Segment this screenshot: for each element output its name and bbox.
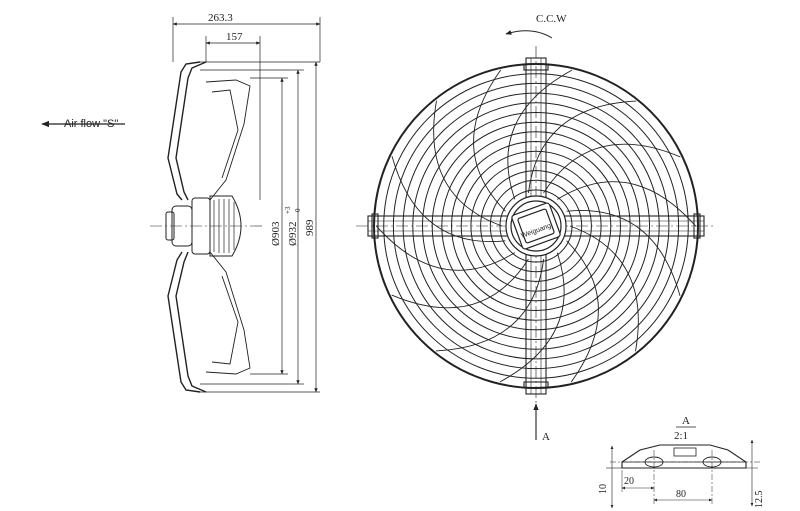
- guard-ring: [383, 73, 689, 379]
- guard-frame: [167, 61, 320, 393]
- blade-line: [556, 181, 697, 227]
- motor-side: [165, 195, 242, 257]
- blade-line: [507, 69, 573, 200]
- detail-scale: 2:1: [674, 430, 688, 442]
- dimension-verticals: [250, 61, 318, 393]
- guard-ring: [422, 112, 650, 340]
- guard-ring: [412, 102, 660, 350]
- detail-title: A: [682, 415, 690, 427]
- detail-dim-spacing: 80: [676, 489, 686, 500]
- guard-ring: [451, 141, 621, 311]
- dim-blade-dia-text: Ø903: [270, 221, 282, 246]
- blade-line: [569, 225, 639, 352]
- blade-line: [499, 252, 565, 383]
- dim-guard-dia-text: Ø932: [287, 222, 299, 246]
- dimension-depth-motor: [205, 36, 261, 200]
- detail-dim-height: 10: [598, 484, 609, 494]
- dim-guard-tol-upper: +3: [284, 206, 292, 214]
- blade-line: [433, 100, 503, 227]
- guard-ring: [499, 189, 573, 263]
- detail-dim-flange: 12.5: [754, 491, 765, 509]
- blade-line: [435, 259, 545, 352]
- detail-dim-offset: 20: [624, 476, 634, 487]
- dim-depth-motor-text: 157: [226, 31, 243, 43]
- dim-depth-total-text: 263.3: [208, 12, 233, 24]
- fan-blades-side: [205, 79, 251, 375]
- guard-ring: [402, 92, 670, 360]
- guard-ring: [460, 150, 612, 302]
- blade-line: [473, 69, 506, 212]
- dim-guard-tol-lower: 0: [294, 208, 302, 212]
- blade-line: [391, 156, 506, 242]
- guard-ring: [392, 82, 680, 370]
- detail-view: [606, 426, 760, 509]
- guard-rings: [373, 63, 699, 389]
- blade-line: [391, 258, 529, 309]
- dim-overall-text: 989: [304, 219, 316, 236]
- fan-blades-front: [375, 69, 697, 383]
- side-view: 263.3 157: [41, 12, 321, 393]
- view-arrow-label: A: [542, 431, 550, 443]
- guard-ring: [441, 131, 631, 321]
- motor-hub-front: [505, 195, 567, 257]
- guard-ring: [480, 170, 592, 282]
- airflow-label: Air flow "S": [64, 118, 118, 130]
- front-view: [356, 30, 716, 440]
- dimension-depth-total: [172, 17, 321, 62]
- rotation-label: C.C.W: [536, 13, 567, 25]
- rotation-arrow: [505, 30, 553, 39]
- blade-line: [543, 143, 681, 194]
- blade-line: [566, 240, 599, 383]
- guard-ring: [431, 121, 641, 331]
- blade-line: [566, 210, 681, 296]
- guard-ring: [489, 179, 583, 273]
- blade-line: [375, 225, 516, 271]
- blade-line: [527, 100, 637, 193]
